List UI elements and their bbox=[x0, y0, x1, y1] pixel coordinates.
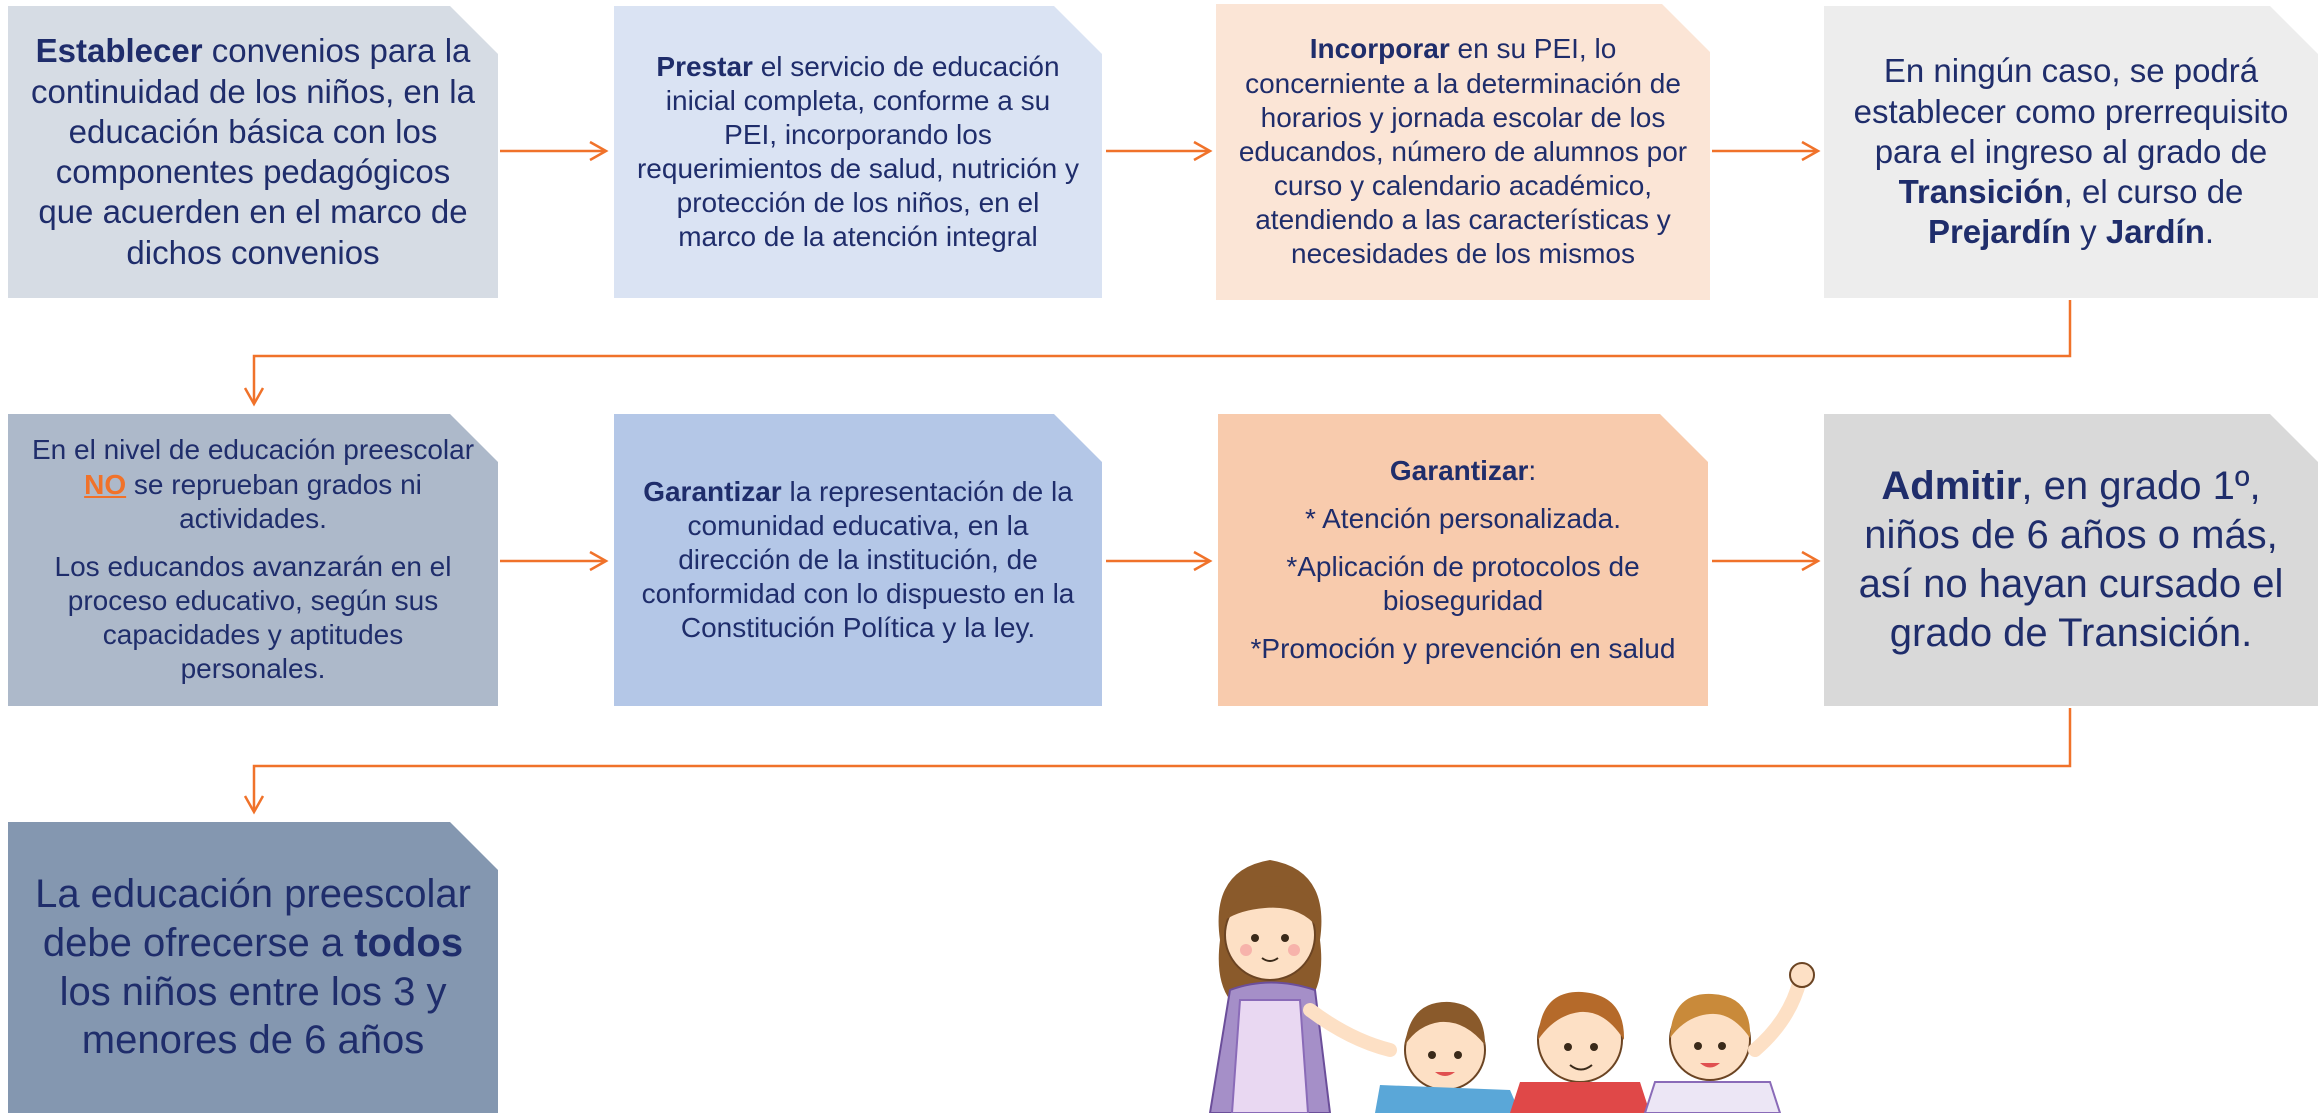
step-no-reprueban: En el nivel de educación preescolar NO s… bbox=[8, 414, 498, 706]
list-item: *Promoción y prevención en salud bbox=[1250, 633, 1676, 665]
teacher-and-children-icon bbox=[1208, 860, 1815, 1113]
step-keyword: Garantizar bbox=[1389, 454, 1529, 486]
step-keyword: Transición bbox=[1898, 173, 2064, 211]
step-prerrequisito: En ningún caso, se podrá establecer como… bbox=[1824, 6, 2318, 298]
step-keyword: Establecer bbox=[35, 32, 203, 70]
child-figure bbox=[1643, 962, 1815, 1113]
step-garantizar-lista: Garantizar: * Atención personalizada. *A… bbox=[1218, 414, 1708, 706]
step-text: el servicio de educación inicial complet… bbox=[636, 50, 1079, 253]
step-keyword: Jardín bbox=[2105, 213, 2205, 251]
step-incorporar-pei: Incorporar en su PEI, lo concerniente a … bbox=[1216, 4, 1710, 300]
step-keyword: Garantizar bbox=[643, 475, 782, 507]
step-text: y bbox=[2071, 213, 2106, 251]
step-text: En ningún caso, se podrá establecer como… bbox=[1853, 52, 2289, 170]
step-text: La educación preescolar debe ofrecerse a bbox=[35, 871, 471, 965]
step-text: : bbox=[1528, 454, 1537, 486]
child-figure bbox=[1510, 991, 1650, 1113]
teacher-figure bbox=[1208, 860, 1397, 1113]
no-emphasis: NO bbox=[84, 468, 127, 500]
step-establecer-convenios: Establecer convenios para la continuidad… bbox=[8, 6, 498, 298]
step-text: en su PEI, lo concerniente a la determin… bbox=[1238, 33, 1688, 270]
step-keyword: Incorporar bbox=[1309, 33, 1450, 65]
step-text: , en grado 1º, niños de 6 años o más, as… bbox=[1858, 464, 2284, 655]
step-text: En el nivel de educación preescolar bbox=[31, 434, 475, 466]
step-text: la representación de la comunidad educat… bbox=[641, 475, 1075, 644]
step-text: se reprueban grados ni actividades. bbox=[126, 468, 422, 534]
step-text: . bbox=[2204, 213, 2215, 251]
list-item: *Aplicación de protocolos de biosegurida… bbox=[1286, 550, 1640, 617]
arrow-8-9 bbox=[243, 708, 2072, 815]
step-keyword: Admitir bbox=[1881, 464, 2022, 509]
step-keyword: Prestar bbox=[656, 50, 753, 82]
step-text: , el curso de bbox=[2063, 173, 2244, 211]
list-item: * Atención personalizada. bbox=[1305, 502, 1621, 534]
step-prestar-servicio: Prestar el servicio de educación inicial… bbox=[614, 6, 1102, 298]
child-figure bbox=[1375, 1001, 1520, 1113]
step-keyword: Prejardín bbox=[1927, 213, 2071, 251]
step-admitir: Admitir, en grado 1º, niños de 6 años o … bbox=[1824, 414, 2318, 706]
step-text: convenios para la continuidad de los niñ… bbox=[31, 32, 475, 271]
step-garantizar-representacion: Garantizar la representación de la comun… bbox=[614, 414, 1102, 706]
step-keyword: todos bbox=[354, 920, 464, 965]
step-text: los niños entre los 3 y menores de 6 año… bbox=[59, 969, 447, 1063]
arrow-4-5 bbox=[243, 300, 2072, 407]
step-educacion-para-todos: La educación preescolar debe ofrecerse a… bbox=[8, 822, 498, 1113]
step-text: Los educandos avanzarán en el proceso ed… bbox=[54, 550, 452, 685]
